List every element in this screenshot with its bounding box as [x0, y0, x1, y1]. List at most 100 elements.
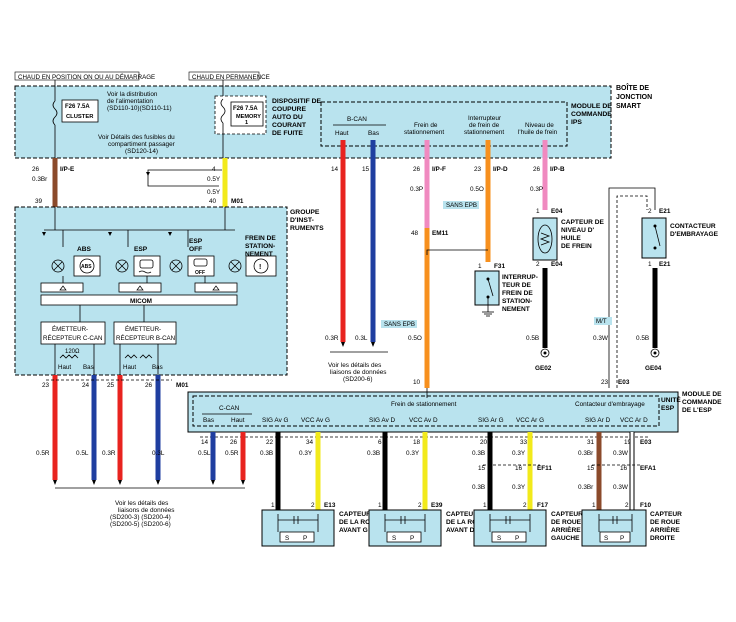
conn-f31: F31: [494, 263, 505, 270]
parking-brake-switch: [474, 270, 500, 306]
bt-c03y-3: 0.3Y: [512, 450, 526, 457]
park-d: STATION-: [502, 298, 532, 305]
s1-b: DE LA ROUE: [339, 519, 380, 526]
mid-c03r: 0.3R: [325, 335, 339, 342]
esp-sig-avd: SIG Av D: [369, 417, 396, 424]
bt-c03r-1: 0.3R: [102, 450, 116, 457]
pin-15: 15: [362, 166, 370, 173]
ips-bas: Bas: [368, 130, 379, 137]
lamp-frein-c: NEMENT: [245, 251, 273, 258]
mid-ref-b: liaisons de données: [330, 369, 387, 376]
cut-c: AUTO DU: [272, 114, 303, 121]
clutch-a: CONTACTEUR: [670, 223, 716, 230]
ign-power-label: CHAUD EN POSITION ON OU AU DÉMARRAGE: [18, 74, 155, 81]
sjb-note1-a: Voir la distribution: [107, 91, 158, 98]
color-0.3p-b: 0.3P: [530, 186, 543, 193]
esp-vcc-arg: VCC Ar G: [516, 417, 544, 424]
color-0.5y-a: 0.5Y: [207, 176, 221, 183]
s4-pin-1: 1: [592, 502, 596, 509]
s1-a: CAPTEUR: [339, 511, 371, 518]
conn-em11: EM11: [432, 230, 449, 237]
color-0.3br: 0.3Br: [32, 176, 48, 183]
bt-c03br-2: 0.3Br: [578, 484, 594, 491]
oil-conn-e04-b: E04: [551, 261, 563, 268]
bt-p16-a: 16: [515, 465, 523, 472]
cl-pin-25: 25: [107, 382, 115, 389]
cluster-haut-2: Haut: [123, 364, 136, 371]
s1-conn: E13: [324, 502, 336, 509]
conn-e21-a: E21: [659, 208, 671, 215]
mid-pin-23: 23: [601, 379, 609, 386]
s3-d: GAUCHE: [551, 535, 580, 542]
s4-s: S: [604, 535, 608, 542]
pin-48: 48: [411, 230, 419, 237]
sjb-note1-c: (SD110-10)(SD110-11): [107, 105, 172, 112]
ips-haut: Haut: [335, 130, 349, 137]
s3-b: DE ROUE: [551, 519, 582, 526]
s1-c: AVANT G: [339, 527, 368, 534]
ips-niveau-a: Niveau de: [525, 122, 554, 129]
cluster-title-c: RUMENTS: [290, 225, 324, 232]
bt-p15-a: 15: [478, 465, 486, 472]
brake-oil-sensor: [532, 217, 558, 261]
ips-frein-a: Frein de: [414, 122, 438, 129]
s3-c: ARRIÈRE: [551, 525, 581, 534]
color-0.5y-b: 0.5Y: [207, 189, 221, 196]
wheel-sensor-front-right: 1 2 E39 S P CAPTEUR DE LA ROUE AVANT D: [368, 502, 487, 547]
wheel-sensor-rear-right: 1 2 F10 S P CAPTEUR DE ROUE ARRIÈRE DROI…: [581, 502, 682, 547]
cl-pin-23: 23: [42, 382, 50, 389]
color-0.3p-a: 0.3P: [410, 186, 423, 193]
pin-26c: 26: [533, 166, 541, 173]
esp-sig-avg: SIG Av G: [262, 417, 289, 424]
park-c: FREIN DE: [502, 290, 533, 297]
park-e: NEMENT: [502, 306, 530, 313]
cluster-bas-1: Bas: [83, 364, 94, 371]
esp-frein-label: Frein de stationnement: [391, 401, 457, 408]
pin-40: 40: [209, 198, 217, 205]
park-a: INTERRUP-: [502, 274, 538, 281]
esp-title-a: UNITÉ: [661, 395, 681, 404]
bt-c03b-1: 0.3B: [260, 450, 273, 457]
bt-c05r-1: 0.5R: [36, 450, 50, 457]
bt-ref-b: liaisons de données: [118, 507, 175, 514]
ips-bcan: B-CAN: [347, 116, 367, 123]
s3-a: CAPTEUR: [551, 511, 583, 518]
svg-text:!: !: [259, 264, 261, 271]
ips-frein-b: stationnement: [404, 129, 444, 136]
esp-contacteur-label: Contacteur d'embrayage: [575, 401, 645, 408]
esp-sig-arg: SIG Ar G: [478, 417, 504, 424]
oil-pin-1: 1: [536, 208, 540, 215]
clutch-switch: [641, 217, 667, 259]
s1-pin-1: 1: [271, 502, 275, 509]
s4-d: DROITE: [650, 535, 676, 542]
oil-b: NIVEAU D': [561, 227, 595, 234]
bt-c03y-2: 0.3Y: [406, 450, 420, 457]
conn-e21-b: E21: [659, 261, 671, 268]
cluster-ohm: 120Ω: [65, 349, 80, 355]
s4-a: CAPTEUR: [650, 511, 682, 518]
s3-pin-2: 2: [523, 502, 527, 509]
ips-niveau-b: l'huile de frein: [518, 129, 558, 136]
s2-pin-2: 2: [418, 502, 422, 509]
fuse-cluster: [61, 99, 99, 123]
lamp-espoff-a: ESP: [189, 238, 203, 245]
esp-pin-20: 20: [480, 439, 488, 446]
bt-c05r-2: 0.5R: [225, 450, 239, 457]
ips-inter-a: Interrupteur: [468, 115, 502, 122]
ccan-a: ÉMETTEUR-: [52, 326, 88, 333]
cut-d: COURANT: [272, 122, 307, 129]
sjb-note2-c: (SD120-14): [125, 148, 158, 155]
esp-bas-label: Bas: [203, 417, 214, 424]
micom-label: MICOM: [130, 298, 152, 305]
mid-c03l: 0.3L: [355, 335, 368, 342]
conn-ipe: I/P-E: [60, 166, 75, 173]
bt-c03w-2: 0.3W: [613, 484, 629, 491]
mid-ref-a: Voir les détails des: [328, 362, 381, 369]
esp-ccan-label: C-CAN: [219, 405, 240, 412]
mid-e03: E03: [618, 379, 630, 386]
lamp-abs-icon: ABS: [51, 255, 101, 277]
sjb-note2-a: Voir Détails des fusibles du: [98, 134, 175, 141]
esp-pin-6: 6: [378, 439, 382, 446]
mid-pin-10: 10: [413, 379, 421, 386]
